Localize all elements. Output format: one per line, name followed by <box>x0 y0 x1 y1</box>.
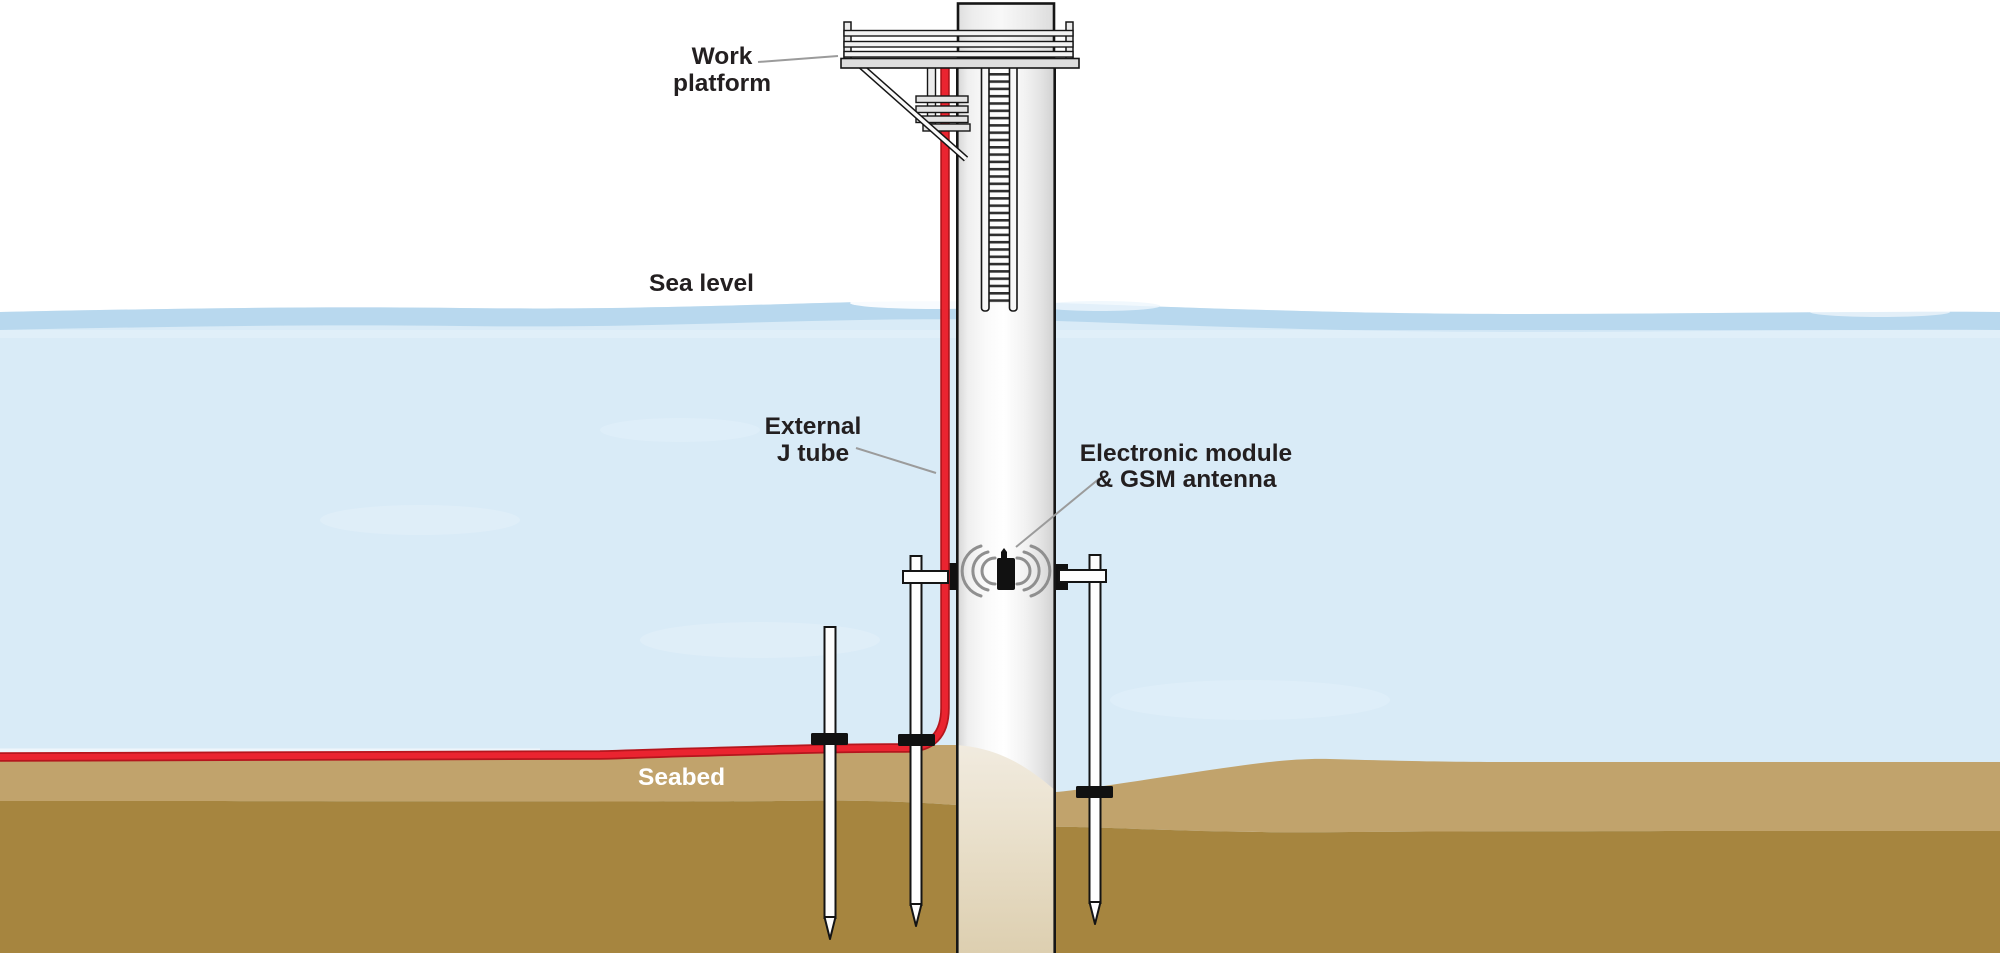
sensor-rod-middle <box>898 555 949 927</box>
cable-rack <box>915 65 971 132</box>
rod <box>909 555 923 906</box>
work-platform-label-line1: Work <box>692 43 753 70</box>
rack-bar <box>915 105 969 114</box>
railing-rail <box>843 29 1074 37</box>
water-highlight <box>640 622 880 658</box>
j-tube-leader <box>855 447 937 474</box>
rod-tip <box>1088 901 1102 925</box>
seabed-left-sub-layer <box>0 800 956 953</box>
module-leader <box>1015 477 1101 548</box>
seabed-label: Seabed <box>638 764 725 791</box>
water-highlight <box>1110 680 1390 720</box>
module-label-line2: & GSM antenna <box>1095 466 1276 493</box>
electronic-module-icon <box>997 548 1015 590</box>
sea-level-label: Sea level <box>649 270 754 297</box>
seabed-right-sub-layer <box>1056 826 2000 953</box>
module-antenna-nub <box>1001 548 1007 558</box>
rod-bracket <box>1058 569 1107 583</box>
sensor-rod-right <box>1058 554 1113 925</box>
rod-clamp <box>898 734 935 746</box>
j-tube-cable <box>0 66 950 762</box>
surface-foam <box>1810 307 1950 317</box>
gsm-signal-icon <box>960 544 1052 598</box>
rod <box>823 626 837 919</box>
work-platform-label-line2: platform <box>673 70 771 97</box>
ladder-right-rail <box>1008 61 1018 312</box>
module-label-line1: Electronic module <box>1080 440 1292 467</box>
rod-clamp <box>811 733 848 745</box>
surface-foam <box>1040 301 1160 311</box>
leader-lines <box>757 55 1101 548</box>
seabed-surface-highlight <box>0 748 540 754</box>
j-tube-label-line2: J tube <box>777 440 849 467</box>
rack-bar-wide <box>922 123 971 132</box>
ladder-rung-area <box>989 73 1010 305</box>
cable-core <box>0 66 948 760</box>
rod-bracket <box>902 570 949 584</box>
rod-clamp <box>1076 786 1113 798</box>
seabed-layers <box>0 745 2000 953</box>
sensor-rod-left <box>811 626 848 940</box>
rod-tip <box>823 916 837 940</box>
railing-rail <box>843 40 1074 48</box>
access-ladder <box>980 61 1018 312</box>
j-tube-label-line1: External <box>765 413 862 440</box>
labels: Work platform Sea level External J tube … <box>638 43 1292 791</box>
rod-tip <box>909 903 923 927</box>
ladder-left-rail <box>980 61 990 312</box>
seabed-right-top-layer <box>1056 758 2000 833</box>
platform-brace <box>854 60 969 162</box>
module-body <box>997 558 1015 590</box>
water-highlight <box>320 505 520 535</box>
railing-rail <box>843 50 1074 58</box>
platform-deck <box>840 57 1080 69</box>
work-platform <box>840 21 1080 69</box>
rack-bar <box>915 95 969 104</box>
work-platform-leader <box>757 55 839 63</box>
rod <box>1088 554 1102 904</box>
rack-bar <box>915 115 969 124</box>
water-highlight <box>600 418 760 442</box>
monopile-buried-section <box>956 745 1056 953</box>
